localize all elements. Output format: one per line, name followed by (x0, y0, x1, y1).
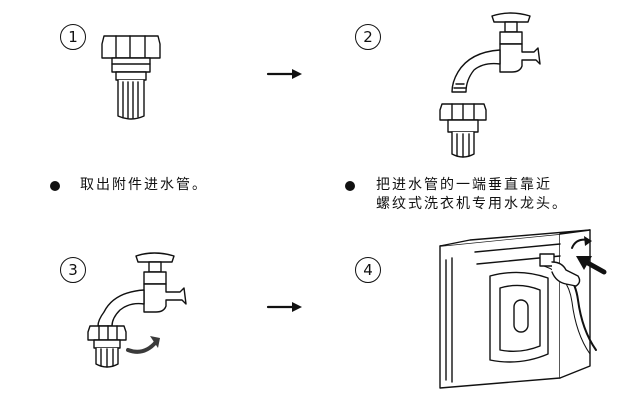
step-number-badge: 4 (355, 257, 381, 283)
step-number: 1 (68, 28, 78, 46)
step-number: 2 (363, 28, 373, 46)
arrow-right-icon (266, 69, 302, 79)
washing-machine-illustration (439, 229, 597, 389)
caption-line: 把进水管的一端垂直靠近 (376, 177, 552, 193)
step-number-badge: 2 (355, 24, 381, 50)
step-2-caption: 把进水管的一端垂直靠近 螺纹式洗衣机专用水龙头。 (376, 176, 568, 214)
inlet-hose-fitting-illustration (101, 35, 161, 120)
step-number: 3 (68, 261, 78, 279)
hose-fitting-illustration (439, 103, 487, 158)
rotation-arrow-icon (571, 236, 592, 249)
step-number: 4 (363, 261, 373, 279)
faucet-with-fitting-illustration (87, 252, 187, 368)
bullet-icon (50, 181, 60, 191)
faucet-illustration (451, 12, 541, 93)
push-arrow-icon (576, 256, 607, 275)
caption-line: 螺纹式洗衣机专用水龙头。 (376, 196, 568, 212)
step-1-caption: 取出附件进水管。 (80, 176, 208, 195)
step-number-badge: 1 (60, 24, 86, 50)
caption-line: 取出附件进水管。 (80, 177, 208, 193)
step-number-badge: 3 (60, 257, 86, 283)
rotation-arrow-icon (126, 336, 160, 354)
arrow-right-icon (266, 302, 302, 312)
bullet-icon (345, 181, 355, 191)
